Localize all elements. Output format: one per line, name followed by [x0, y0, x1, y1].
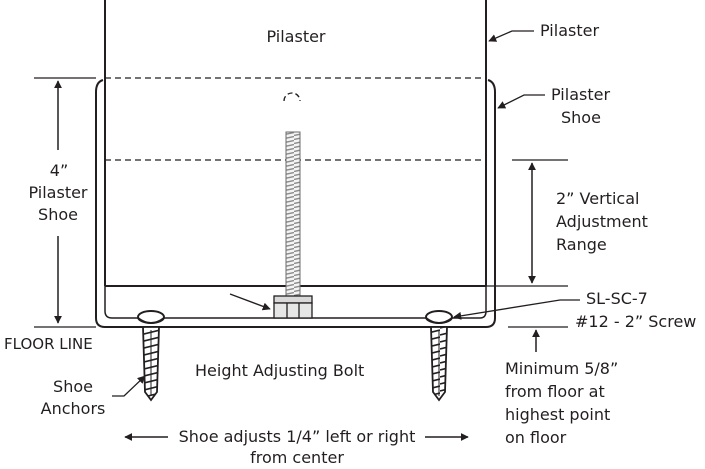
pilaster-shoe-leader: [497, 94, 545, 109]
shoe-anchors-line2: Anchors: [41, 399, 106, 418]
pilaster-shoe-callout-line2: Shoe: [561, 108, 601, 127]
shoe-anchors-line1: Shoe: [53, 377, 93, 396]
screw-leader: [453, 299, 580, 320]
left-shoe-anchor: [137, 310, 165, 402]
vertical-range-line1: 2” Vertical: [556, 189, 639, 208]
pilaster-callout-label: Pilaster: [540, 21, 599, 40]
pilaster-shoe-callout-line1: Pilaster: [551, 85, 610, 104]
shoe-height-label-line1: Pilaster: [28, 183, 87, 202]
right-shoe-anchor: [425, 310, 453, 402]
height-bolt-label: Height Adjusting Bolt: [195, 361, 364, 380]
pilaster-center-label: Pilaster: [266, 27, 325, 46]
shoe-adjust-line2: from center: [250, 448, 344, 467]
bolt-hole-icon: [283, 92, 301, 102]
threaded-rod: [285, 131, 301, 297]
anchors-leader: [112, 375, 146, 397]
screw-callout-line1: SL-SC-7: [586, 289, 648, 308]
pilaster-leader: [488, 30, 534, 42]
min-floor-line3: highest point: [505, 405, 610, 424]
vertical-range-line2: Adjustment: [556, 212, 648, 231]
screw-callout-line2: #12 - 2” Screw: [575, 312, 696, 331]
min-floor-line1: Minimum 5/8”: [505, 359, 618, 378]
shoe-adjust-line1: Shoe adjusts 1/4” left or right: [179, 427, 416, 446]
shoe-height-value: 4”: [50, 161, 68, 180]
bolt-nut: [273, 295, 313, 319]
shoe-height-label-line2: Shoe: [38, 205, 78, 224]
bolt-leader: [229, 293, 271, 311]
min-floor-line4: on floor: [505, 428, 567, 447]
pilaster-shoe: [95, 79, 496, 328]
vertical-range-line3: Range: [556, 235, 607, 254]
min-floor-line2: from floor at: [505, 382, 605, 401]
floor-line-label: FLOOR LINE: [4, 335, 93, 353]
